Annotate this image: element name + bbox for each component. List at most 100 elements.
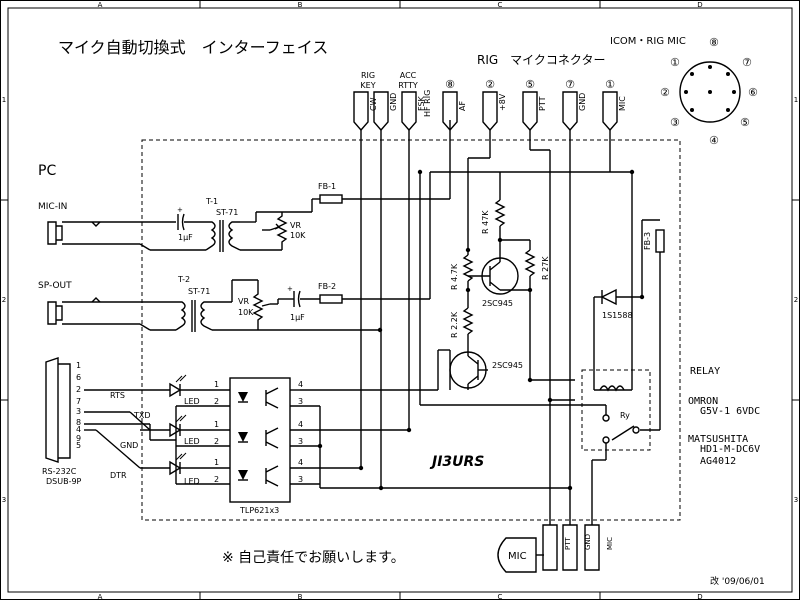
vr1-name: VR <box>290 221 301 230</box>
col-label-top: B <box>298 1 303 9</box>
bottom-tab: PTT <box>542 524 572 571</box>
ferrite-fb1 <box>319 194 343 204</box>
icom-pin: ③ <box>670 116 680 129</box>
opto-pin: 3 <box>298 475 303 484</box>
r1-label: R 47K <box>481 210 490 234</box>
connector-tab: GND <box>373 91 398 132</box>
cap2-label: 1μF <box>290 313 305 322</box>
rs232-pin: 3 <box>76 407 81 416</box>
gnd-label: GND <box>120 441 138 450</box>
r4-label: R 27K <box>541 256 550 280</box>
svg-text:MIC: MIC <box>618 96 627 111</box>
capacitor-c1: + <box>177 206 185 231</box>
vr1-value: 10K <box>290 231 306 240</box>
conn-pin: ⑧ <box>445 78 455 91</box>
fb3-label: FB-3 <box>643 232 652 250</box>
icom-pin: ② <box>660 86 670 99</box>
icom-pin: ⑧ <box>709 36 719 49</box>
t1-type: ST-71 <box>216 208 238 217</box>
row-label-left: 1 <box>2 96 6 104</box>
col-label-bottom: B <box>298 593 303 600</box>
resistor-r2k2 <box>462 307 474 335</box>
svg-text:MIC: MIC <box>606 537 614 550</box>
col-label-top: A <box>98 1 103 9</box>
svg-text:MIC: MIC <box>508 551 527 562</box>
relay-info: RELAY <box>690 366 720 377</box>
conn-pin: ⑤ <box>525 78 535 91</box>
optocoupler-element-icon <box>238 387 279 409</box>
relay-info: HD1-M-DC6V <box>700 444 760 455</box>
col-label-bottom: A <box>98 593 103 600</box>
capacitor-c2: + <box>287 285 301 308</box>
r3-label: R 2.2K <box>450 311 459 338</box>
led-icon <box>169 374 187 398</box>
relay-info: G5V-1 6VDC <box>700 406 760 417</box>
row-label-right: 3 <box>794 496 798 504</box>
hf-rig-label: HF RIG <box>423 90 432 117</box>
icom-pin: ④ <box>709 134 719 147</box>
rs232-label1: RS-232C <box>42 467 77 476</box>
relay-box <box>581 369 651 451</box>
col-label-top: D <box>697 1 702 9</box>
enclosure-box <box>141 139 681 521</box>
opto-pin: 2 <box>214 475 219 484</box>
relay-info: AG4012 <box>700 456 736 467</box>
mic-plug-icon: MIC <box>497 537 537 573</box>
rs232-pin: 4 <box>76 425 81 434</box>
led-icon <box>169 452 187 476</box>
svg-text:AF: AF <box>458 101 467 111</box>
svg-text:FSK: FSK <box>417 95 426 111</box>
sp-out-label: SP-OUT <box>38 281 72 291</box>
led-label: LED <box>184 397 200 406</box>
optocoupler-element-icon <box>238 427 279 449</box>
bottom-tab: GND <box>562 524 592 571</box>
rs232-pin: 7 <box>76 397 81 406</box>
ferrite-fb2 <box>319 294 343 304</box>
rs232-pin: 8 <box>76 418 81 427</box>
q1-label: 2SC945 <box>482 299 513 308</box>
svg-text:GND: GND <box>578 93 587 111</box>
resistor-r4k7 <box>462 254 474 282</box>
inner-frame <box>7 7 793 593</box>
relay-switch-arm <box>611 425 635 441</box>
connector-tab: AF <box>442 91 467 132</box>
row-label-left: 2 <box>2 296 6 304</box>
conn-pin: ① <box>605 78 615 91</box>
diode-label: 1S1588 <box>602 311 633 320</box>
relay-info: MATSUSHITA <box>688 434 748 445</box>
icom-pin: ⑤ <box>740 116 750 129</box>
opto-pin: 3 <box>298 437 303 446</box>
rs232-pin: 1 <box>76 361 81 370</box>
connector-tab: GND <box>562 91 587 132</box>
connector-tab: MIC <box>602 91 627 132</box>
resistor-r47k <box>494 199 506 227</box>
t2-name: T-2 <box>177 275 190 284</box>
rig-key-l1: RIG <box>361 71 375 80</box>
acc-rtty-l2: RTTY <box>398 81 418 90</box>
opto-pin: 3 <box>298 397 303 406</box>
fb1-label: FB-1 <box>318 182 336 191</box>
connector-tab: FSK <box>401 91 426 132</box>
svg-text:GND: GND <box>584 534 592 550</box>
ferrite-fb3 <box>655 229 665 253</box>
t1-name: T-1 <box>205 197 218 206</box>
opto-pin: 4 <box>298 380 303 389</box>
relay-info: OMRON <box>688 396 718 407</box>
t2-type: ST-71 <box>188 287 210 296</box>
row-label-right: 1 <box>794 96 798 104</box>
icom-label: ICOM・RIG MIC <box>610 36 686 47</box>
svg-text:+: + <box>177 206 183 214</box>
connector-tab: PTT <box>522 91 547 132</box>
conn-pin: ⑦ <box>565 78 575 91</box>
rs232-label2: DSUB-9P <box>46 477 82 486</box>
potentiometer-vr2-icon <box>252 292 271 330</box>
sp-out-jack-icon <box>47 297 140 325</box>
acc-rtty-l1: ACC <box>400 71 417 80</box>
led-label: LED <box>184 477 200 486</box>
rs232-pin: 6 <box>76 373 81 382</box>
opto-pin: 1 <box>214 420 219 429</box>
icom-mic-connector-icon <box>679 61 741 123</box>
optocoupler-ic <box>229 377 291 503</box>
svg-text:+8V: +8V <box>498 93 507 111</box>
